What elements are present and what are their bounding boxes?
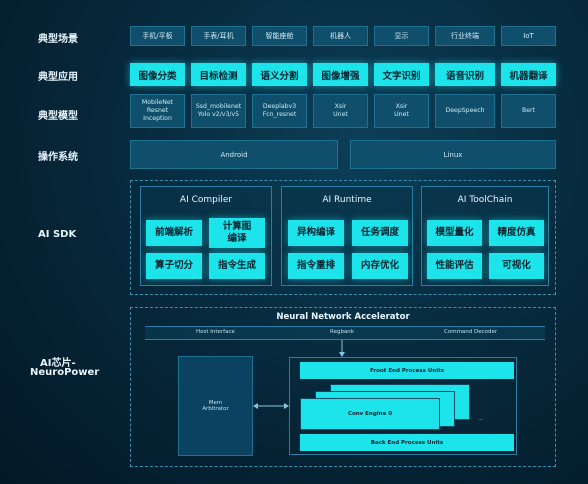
chip-container	[130, 307, 556, 467]
label-chip-line2: NeuroPower	[30, 367, 100, 378]
scene-watch-earbuds: 手表/耳机	[191, 26, 246, 46]
scene-industry-terminal: 行业终端	[435, 26, 495, 46]
sdk-item-instruction-reorder: 指令重排	[288, 253, 344, 279]
sdk-item-instruction-gen: 指令生成	[209, 253, 265, 279]
os-linux: Linux	[350, 140, 556, 169]
sdk-item-task-schedule: 任务调度	[352, 220, 408, 246]
sdk-container	[130, 180, 556, 295]
arrow-regbank-down	[339, 340, 345, 357]
label-chip-line1: AI芯片-	[40, 358, 76, 369]
model-name: Xsir	[334, 103, 347, 111]
model-name: Ssd_mobilenet	[195, 103, 242, 111]
model-group-2: Ssd_mobilenet Yolo v2/v3/v5	[191, 94, 246, 128]
sdk-item-operator-split: 算子切分	[146, 253, 202, 279]
model-group-1: MobileNet Resnet Inception	[130, 94, 185, 128]
sdk-runtime-panel: AI Runtime 异构编译 任务调度 指令重排 内存优化	[281, 186, 413, 286]
arrow-bidirectional	[253, 403, 289, 409]
sdk-toolchain-panel: AI ToolChain 模型量化 精度仿真 性能评估 可视化	[421, 186, 549, 286]
app-speech-recognition: 语音识别	[435, 63, 495, 86]
mem-arbitrator: Mem Arbitrator	[178, 356, 253, 456]
sdk-item-frontend-parse: 前端解析	[146, 220, 202, 246]
interface-bar	[145, 326, 545, 340]
app-image-enhancement: 图像增强	[313, 63, 368, 86]
app-object-detection: 目标检测	[191, 63, 246, 86]
model-name: Bert	[521, 107, 536, 115]
sdk-item-memory-optimize: 内存优化	[352, 253, 408, 279]
chip-title: Neural Network Accelerator	[276, 312, 410, 322]
model-group-7: Bert	[501, 94, 556, 128]
model-name: Xsir	[395, 103, 408, 111]
model-name: Unet	[394, 111, 409, 118]
conv-engine-ellipsis: ...	[478, 416, 484, 422]
sdk-runtime-title: AI Runtime	[322, 195, 372, 205]
scene-display: 显示	[374, 26, 429, 46]
model-name: Inception	[143, 114, 172, 122]
sdk-item-visualization: 可视化	[489, 253, 544, 279]
scene-smart-cockpit: 智能座舱	[252, 26, 307, 46]
model-name: DeepSpeech	[445, 107, 485, 115]
model-name: MobileNet	[141, 99, 174, 107]
sdk-compiler-panel: AI Compiler 前端解析 计算图 编译 算子切分 指令生成	[140, 186, 272, 286]
model-name: Yolo v2/v3/v5	[197, 111, 240, 118]
model-group-4: Xsir Unet	[313, 94, 368, 128]
app-machine-translation: 机器翻译	[501, 63, 556, 86]
mem-arbitrator-line2: Arbitrator	[202, 406, 229, 412]
label-scenes: 典型场景	[38, 34, 78, 45]
mem-arbitrator-line1: Mem	[208, 400, 223, 406]
sdk-item-graph-compile: 计算图 编译	[209, 218, 265, 248]
label-models: 典型模型	[38, 111, 78, 122]
os-android: Android	[130, 140, 338, 169]
model-group-5: Xsir Unet	[374, 94, 429, 128]
command-decoder-label: Command Decoder	[444, 329, 498, 335]
front-end-process-units: Front End Process Units	[300, 362, 514, 379]
model-group-6: DeepSpeech	[435, 94, 495, 128]
label-apps: 典型应用	[38, 72, 78, 83]
sdk-item-hetero-compile: 异构编译	[288, 220, 344, 246]
app-text-recognition: 文字识别	[374, 63, 429, 86]
conv-engine-0: Conv Engine 0	[300, 398, 440, 430]
sdk-item-performance-eval: 性能评估	[427, 253, 482, 279]
processing-stack-outline	[289, 357, 517, 455]
label-os: 操作系统	[38, 152, 78, 163]
scene-iot: IoT	[501, 26, 556, 46]
sdk-toolchain-title: AI ToolChain	[457, 195, 513, 205]
model-name: Deeplabv3	[262, 103, 297, 111]
back-end-process-units: Back End Process Units	[300, 434, 514, 451]
model-name: Unet	[333, 111, 348, 118]
sdk-item-model-quantize: 模型量化	[427, 220, 482, 246]
host-interface-label: Host Interface	[196, 329, 235, 335]
regbank-label: Regbank	[330, 329, 354, 335]
label-sdk: AI SDK	[38, 229, 77, 240]
scene-robot: 机器人	[313, 26, 368, 46]
app-semantic-segmentation: 语义分割	[252, 63, 307, 86]
model-group-3: Deeplabv3 Fcn_resnet	[252, 94, 307, 128]
app-image-classification: 图像分类	[130, 63, 185, 86]
model-name: Resnet	[146, 107, 169, 115]
sdk-item-precision-sim: 精度仿真	[489, 220, 544, 246]
scene-phone-tablet: 手机/平板	[130, 26, 185, 46]
sdk-compiler-title: AI Compiler	[179, 195, 233, 205]
model-name: Fcn_resnet	[262, 111, 297, 118]
